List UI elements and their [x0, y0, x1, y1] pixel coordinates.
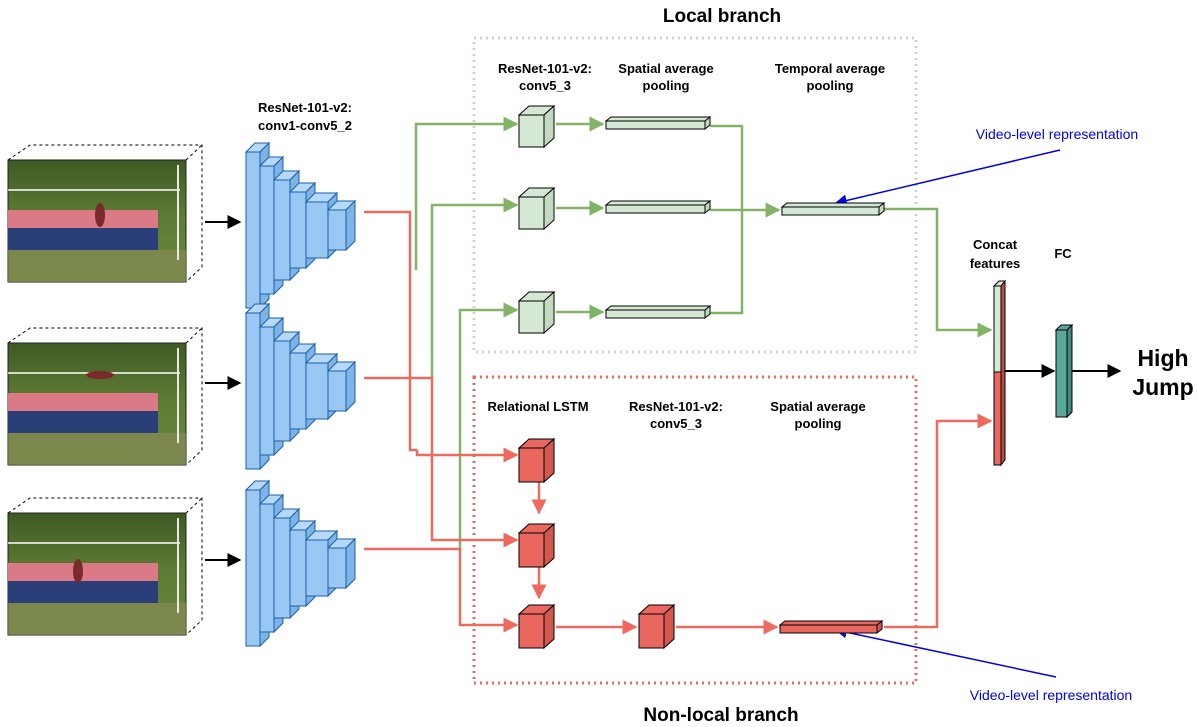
temporal-pool-label-line1: Temporal average [775, 61, 885, 76]
backbone-stack-1 [244, 141, 357, 310]
spatial-pool-bar-3 [604, 304, 712, 320]
backbone-stacks [244, 141, 357, 648]
temporal-pool-bar [780, 201, 886, 217]
nl-pool-label-line2: pooling [795, 416, 842, 431]
relational-lstm-label: Relational LSTM [487, 399, 588, 414]
video-rep-bottom-label: Video-level representation [970, 687, 1132, 703]
frame-3 [7, 497, 203, 636]
nl-conv-label-line2: conv5_3 [650, 416, 702, 431]
concat-label-line1: Concat [973, 237, 1018, 252]
input-frames [7, 144, 203, 636]
temporal-pool-label-line2: pooling [807, 78, 854, 93]
local-branch-title: Local branch [663, 6, 781, 27]
output-label-line2: Jump [1132, 374, 1193, 400]
fc-layer [1054, 323, 1074, 419]
lstm-block-1 [517, 437, 556, 484]
output-label-line1: High [1137, 345, 1188, 371]
nl-pool-bar [778, 619, 884, 635]
nonlocal-branch-box [472, 375, 918, 685]
local-conv-label-line2: conv5_3 [519, 78, 571, 93]
backbone-stack-3 [244, 479, 357, 648]
fc-label: FC [1054, 246, 1072, 261]
concat-label-line2: features [970, 256, 1021, 271]
nl-pool-label-line1: Spatial average [770, 399, 865, 414]
backbone-label-line1: ResNet-101-v2: [258, 100, 352, 115]
local-conv-label-line1: ResNet-101-v2: [498, 61, 592, 76]
spatial-pool-bar-2 [604, 199, 712, 215]
spatial-pool-label-line1: Spatial average [618, 61, 713, 76]
lstm-block-2 [517, 522, 556, 569]
connector-lines [205, 116, 1122, 678]
backbone-label-line2: conv1-conv5_2 [258, 118, 352, 133]
local-conv-block-2 [517, 186, 556, 231]
frame-1 [7, 144, 203, 283]
nl-conv-label-line1: ResNet-101-v2: [629, 399, 723, 414]
video-rep-top-label: Video-level representation [976, 126, 1138, 142]
frame-2 [7, 327, 203, 466]
nonlocal-branch-title: Non-local branch [643, 705, 798, 726]
spatial-pool-label-line2: pooling [643, 78, 690, 93]
local-conv-block-1 [517, 104, 556, 149]
concat-features-bar [992, 279, 1007, 467]
spatial-pool-bar-1 [604, 115, 712, 131]
backbone-stack-2 [244, 302, 357, 471]
lstm-block-3 [517, 603, 556, 650]
nl-conv-block [637, 603, 676, 650]
local-conv-block-3 [517, 290, 556, 335]
